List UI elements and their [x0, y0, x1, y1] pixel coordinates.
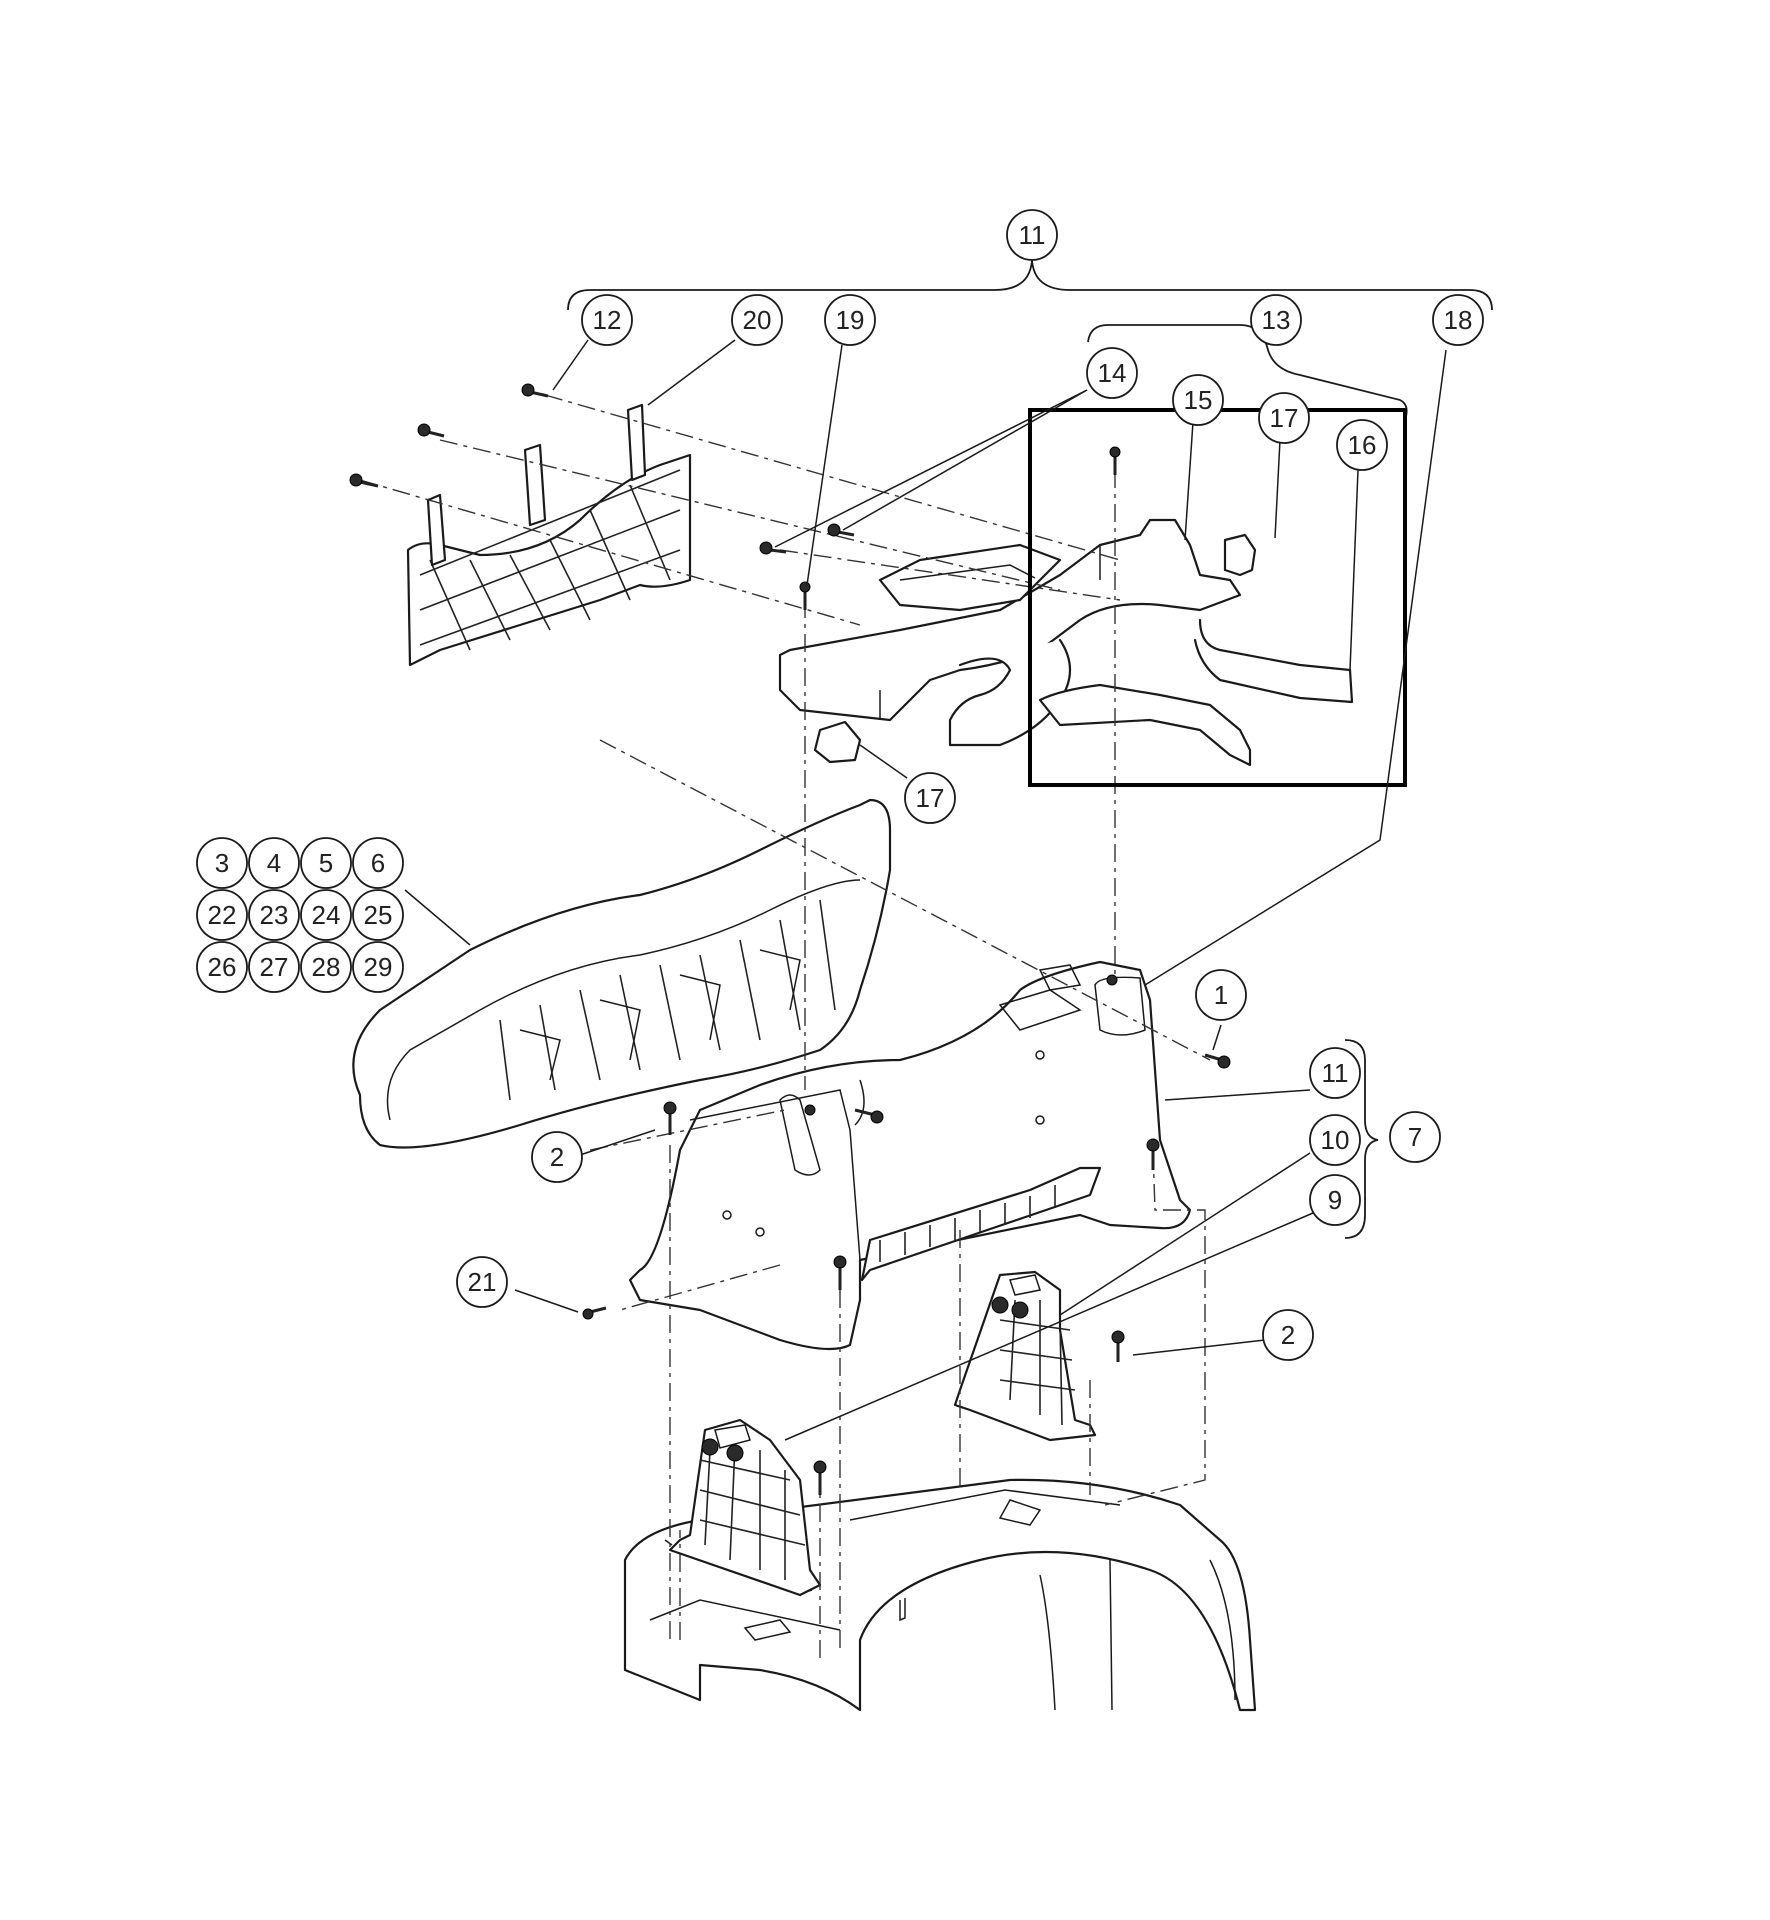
callout-2-right: 2	[1262, 1309, 1314, 1361]
callout-24: 24	[300, 889, 352, 941]
callout-label: 17	[1270, 403, 1299, 433]
callout-label: 27	[260, 952, 289, 982]
callout-label: 9	[1328, 1185, 1342, 1215]
brace-assembly-13	[1087, 324, 1408, 421]
callout-label: 19	[836, 305, 865, 335]
screw	[1146, 1138, 1160, 1170]
assembly-centerlines	[359, 394, 1211, 1660]
brace-assembly-7	[1344, 1039, 1379, 1239]
callout-2-left: 2	[531, 1131, 583, 1183]
callout-26: 26	[196, 941, 248, 993]
screw	[1109, 446, 1121, 475]
callout-label: 28	[312, 952, 341, 982]
screw	[854, 1108, 884, 1124]
net-pocket	[406, 403, 692, 667]
screw	[759, 541, 787, 555]
callout-label: 1	[1214, 980, 1228, 1010]
callout-1: 1	[1195, 969, 1247, 1021]
screw	[799, 581, 811, 610]
callout-label: 24	[312, 900, 341, 930]
callout-10: 10	[1309, 1114, 1361, 1166]
callout-28: 28	[300, 941, 352, 993]
screw	[521, 383, 549, 398]
callout-label: 7	[1408, 1122, 1422, 1152]
hinge-bracket-left	[664, 1418, 822, 1597]
callout-5: 5	[300, 837, 352, 889]
callout-22: 22	[196, 889, 248, 941]
callout-17-mid: 17	[904, 772, 956, 824]
callout-label: 20	[743, 305, 772, 335]
callout-11-top: 11	[1006, 209, 1058, 261]
screw	[582, 1306, 607, 1320]
callout-label: 17	[916, 783, 945, 813]
callout-17-top: 17	[1258, 392, 1310, 444]
callout-label: 29	[364, 952, 393, 982]
callout-label: 18	[1444, 305, 1473, 335]
screw	[813, 1460, 827, 1495]
seat-support-tray	[628, 960, 1192, 1351]
callout-3: 3	[196, 837, 248, 889]
callout-label: 23	[260, 900, 289, 930]
callout-14: 14	[1086, 347, 1138, 399]
callout-11-right: 11	[1309, 1047, 1361, 1099]
callout-label: 26	[208, 952, 237, 982]
callout-4: 4	[248, 837, 300, 889]
screw	[417, 423, 445, 438]
screw	[1111, 1330, 1125, 1362]
callout-25: 25	[352, 889, 404, 941]
callout-label: 4	[267, 848, 281, 878]
callout-label: 11	[1019, 220, 1046, 250]
callout-label: 6	[371, 848, 385, 878]
screw	[833, 1255, 847, 1290]
callout-label: 2	[550, 1142, 564, 1172]
callout-21: 21	[456, 1256, 508, 1308]
callout-29: 29	[352, 941, 404, 993]
callout-6: 6	[352, 837, 404, 889]
screw	[827, 523, 855, 537]
callout-19: 19	[824, 294, 876, 346]
callout-label: 5	[319, 848, 333, 878]
callout-label: 11	[1322, 1058, 1349, 1088]
seat-frame-tubular	[778, 518, 1354, 767]
callout-label: 16	[1348, 430, 1377, 460]
screw	[1204, 1053, 1231, 1069]
callout-18: 18	[1432, 294, 1484, 346]
callout-23: 23	[248, 889, 300, 941]
seat-back-cushion	[352, 798, 892, 1149]
callout-7: 7	[1389, 1111, 1441, 1163]
callout-label: 22	[208, 900, 237, 930]
screws	[349, 383, 1231, 1495]
callout-15: 15	[1172, 374, 1224, 426]
callout-label: 21	[468, 1267, 497, 1297]
hinge-bracket-right	[953, 1270, 1097, 1442]
callout-label: 3	[215, 848, 229, 878]
screw	[349, 473, 379, 488]
callout-label: 15	[1184, 385, 1213, 415]
brace-assembly-11	[567, 259, 1493, 311]
callout-label: 10	[1321, 1125, 1350, 1155]
callout-12: 12	[581, 294, 633, 346]
leader-lines	[404, 339, 1447, 1441]
callout-label: 2	[1281, 1320, 1295, 1350]
callout-16: 16	[1336, 419, 1388, 471]
callout-9: 9	[1309, 1174, 1361, 1226]
callout-label: 13	[1262, 305, 1291, 335]
callout-20: 20	[731, 294, 783, 346]
callout-27: 27	[248, 941, 300, 993]
callout-label: 12	[593, 305, 622, 335]
callout-13: 13	[1250, 294, 1302, 346]
screw	[663, 1101, 677, 1135]
callout-label: 14	[1098, 358, 1127, 388]
callout-label: 25	[364, 900, 393, 930]
